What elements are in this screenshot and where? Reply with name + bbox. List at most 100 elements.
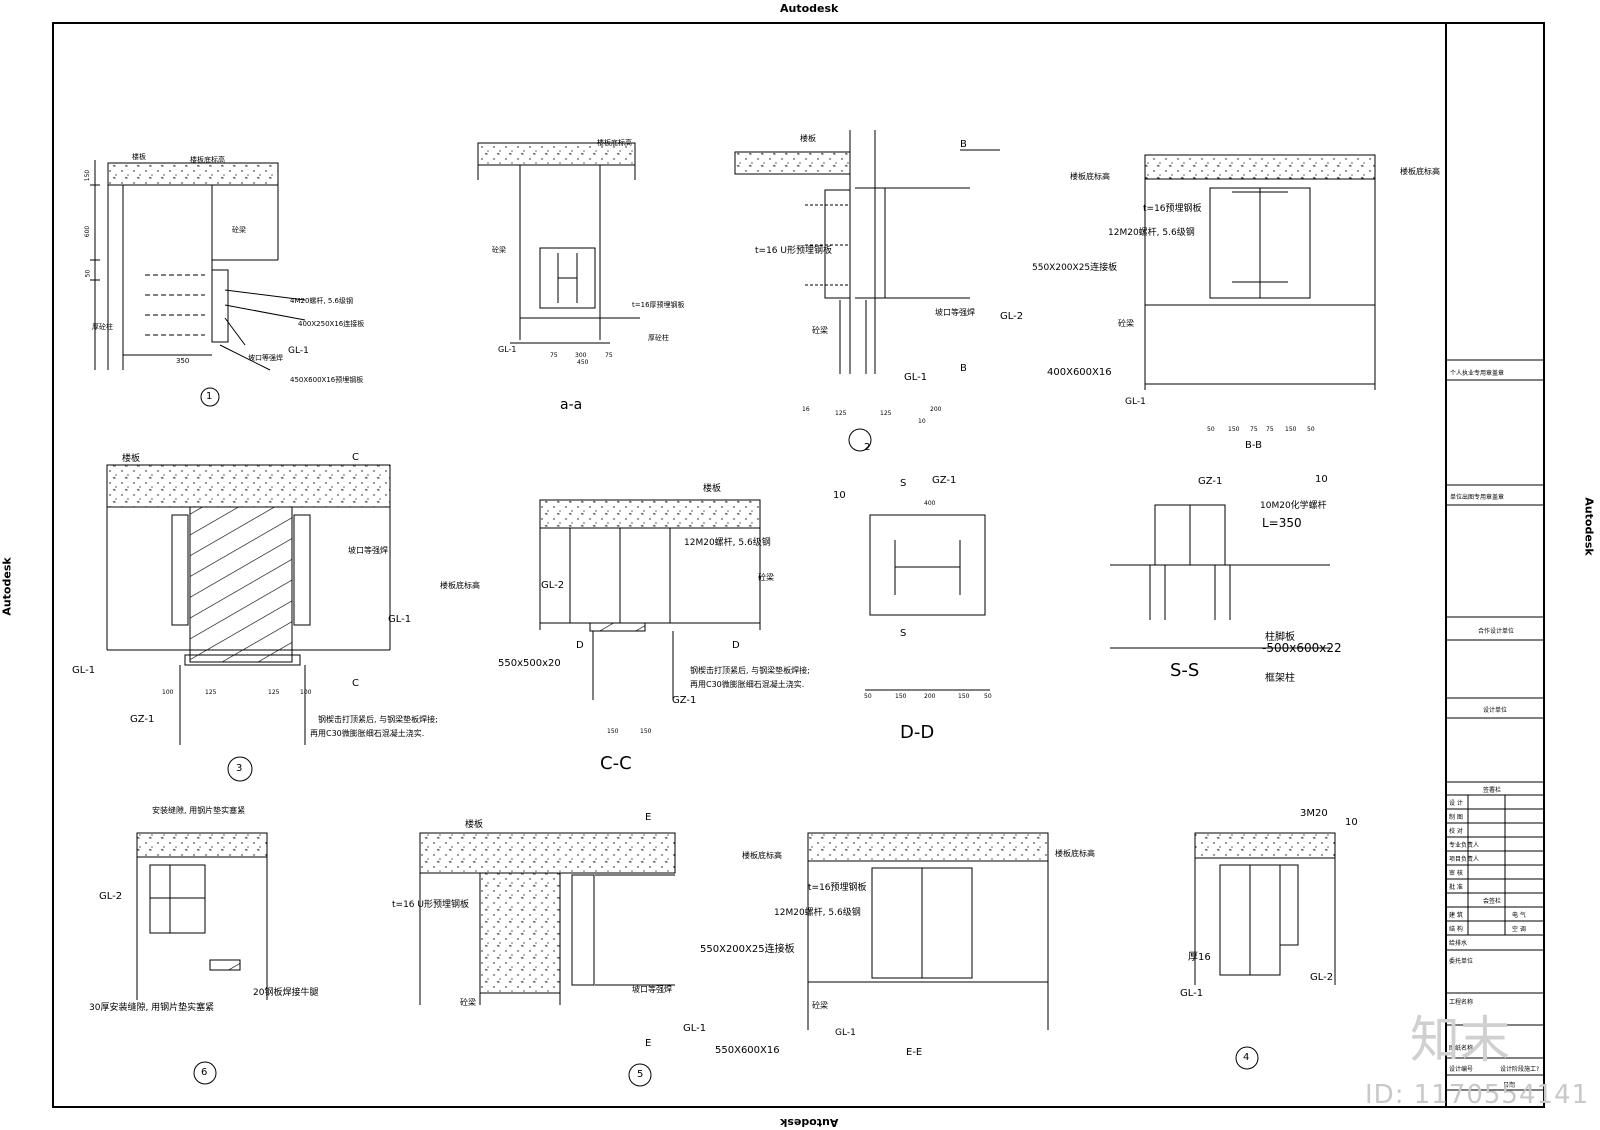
label-chem-bolt: 10M20化学螺杆 bbox=[1260, 501, 1327, 511]
detail-number: 5 bbox=[637, 1069, 644, 1080]
section-title-b-b: B-B bbox=[1245, 440, 1262, 451]
section-title-d-d: D-D bbox=[900, 722, 935, 743]
dim: 100 bbox=[162, 689, 174, 696]
title-block-grid bbox=[1445, 359, 1545, 1091]
section-s-s bbox=[1110, 504, 1330, 649]
label-embed: 450X600X16预埋钢板 bbox=[290, 376, 364, 384]
dim: 150 bbox=[607, 728, 619, 735]
detail-number: 1 bbox=[206, 391, 213, 402]
section-title-e-e: E-E bbox=[906, 1047, 923, 1058]
detail-4 bbox=[1194, 832, 1336, 1070]
label-bolt: 3M20 bbox=[1300, 808, 1328, 819]
label-anchor-length: L=350 bbox=[1262, 516, 1302, 530]
detail-3 bbox=[106, 464, 391, 782]
label-beam: 砼梁 bbox=[1118, 319, 1134, 328]
huiqian-cell: 空 调 bbox=[1512, 926, 1526, 933]
note-line-1: 钢楔击打顶紧后, 与钢梁垫板焊接; bbox=[690, 666, 810, 675]
sign-row: 审 核 bbox=[1449, 870, 1463, 877]
coop-design-unit: 合作设计单位 bbox=[1478, 628, 1515, 635]
label-gz: GZ-1 bbox=[130, 714, 155, 725]
label-gl2: GL-2 bbox=[541, 580, 565, 591]
label-plate: 400X600X16 bbox=[1047, 367, 1112, 378]
section-c-c bbox=[539, 499, 761, 700]
label-gl1: GL-1 bbox=[904, 372, 928, 383]
label-beam: 砼梁 bbox=[232, 226, 246, 234]
dim: 10 bbox=[918, 418, 926, 425]
section-e-e bbox=[807, 832, 1049, 1030]
huiqian-cell: 给排水 bbox=[1449, 940, 1468, 947]
dim: 75 bbox=[1250, 426, 1258, 433]
label-bolt: 12M20螺杆, 5.6级钢 bbox=[1108, 228, 1195, 238]
label-slab: 楼板 bbox=[132, 153, 146, 161]
sign-row: 项目负责人 bbox=[1449, 856, 1480, 863]
section-mark-c: C bbox=[352, 678, 359, 689]
label-slab-bottom: 楼板底标高 bbox=[742, 851, 782, 860]
label-base-plate-size: -500x600x22 bbox=[1262, 641, 1342, 655]
label-beam: 砼梁 bbox=[812, 1001, 828, 1010]
label-bolt: 12M20螺杆, 5.6级钢 bbox=[684, 538, 771, 548]
label-gz: GZ-1 bbox=[932, 475, 957, 486]
dim: 125 bbox=[835, 410, 847, 417]
label-slab-bottom: 楼板底标高 bbox=[1055, 849, 1095, 858]
sign-row: 制 图 bbox=[1449, 814, 1463, 821]
dim: 50 bbox=[1207, 426, 1215, 433]
label-column: 厚砼柱 bbox=[648, 334, 669, 342]
label-embed: 550X600X16 bbox=[715, 1045, 780, 1056]
label-gz: GZ-1 bbox=[1198, 476, 1223, 487]
dim: 600 bbox=[84, 225, 92, 238]
label-bracket-plate: 20钢板焊接牛腿 bbox=[253, 988, 319, 998]
label-gl: GL-1 bbox=[835, 1028, 856, 1038]
zhimo-logo: 知末 bbox=[1410, 1011, 1510, 1069]
section-mark-s: S bbox=[900, 478, 907, 489]
id-watermark: ID: 1170554141 bbox=[1365, 1080, 1590, 1110]
detail-1 bbox=[90, 160, 306, 407]
stage-value: 施工? bbox=[1524, 1066, 1540, 1073]
detail-6 bbox=[136, 832, 268, 1085]
note-gap-top: 安装缝隙, 用钢片垫实塞紧 bbox=[152, 806, 246, 815]
section-title-s-s: S-S bbox=[1170, 660, 1200, 681]
section-mark-b: B bbox=[960, 363, 967, 374]
detail-number: 6 bbox=[201, 1067, 208, 1078]
dim: 75 bbox=[605, 352, 613, 359]
client-label: 委托单位 bbox=[1449, 958, 1474, 965]
sign-header: 签署栏 bbox=[1483, 787, 1502, 794]
huiqian-cell: 建 筑 bbox=[1449, 912, 1463, 919]
label-weld: 坡口等强焊 bbox=[632, 985, 672, 994]
label-gl2: GL-2 bbox=[1310, 972, 1334, 983]
note-line-1: 钢楔击打顶紧后, 与钢梁垫板焊接; bbox=[318, 715, 438, 724]
sign-row: 批 准 bbox=[1449, 884, 1463, 891]
drawing-frame bbox=[52, 22, 1545, 1108]
section-mark-d: D bbox=[576, 640, 584, 651]
label-bolt: 4M20螺杆, 5.6级钢 bbox=[290, 297, 353, 305]
section-mark-d: D bbox=[732, 640, 740, 651]
detail-number: 4 bbox=[1243, 1052, 1250, 1063]
dim: 400 bbox=[924, 500, 936, 507]
label-gl: GL-1 bbox=[683, 1023, 707, 1034]
label-embed: t=16厚预埋钢板 bbox=[632, 301, 685, 309]
huiqian-header: 会签栏 bbox=[1483, 898, 1502, 905]
label-frame-column: 框架柱 bbox=[1265, 673, 1295, 684]
label-slab-bottom: 楼板底标高 bbox=[190, 156, 225, 164]
label-gl: GL-1 bbox=[288, 346, 309, 356]
dim-350: 350 bbox=[176, 357, 190, 365]
label-slab: 楼板 bbox=[703, 484, 722, 494]
label-plate: 550x500x20 bbox=[498, 658, 561, 669]
huiqian-cell: 结 构 bbox=[1449, 926, 1463, 933]
weld-size: 10 bbox=[1345, 817, 1358, 828]
label-plate: 400X250X16连接板 bbox=[298, 320, 365, 328]
dim: 150 bbox=[958, 693, 970, 700]
dim: 125 bbox=[268, 689, 280, 696]
design-unit: 设计单位 bbox=[1483, 707, 1508, 714]
design-no-label: 设计编号 bbox=[1449, 1066, 1474, 1073]
dim: 150 bbox=[1228, 426, 1240, 433]
section-d-d bbox=[865, 514, 990, 691]
section-mark-e: E bbox=[645, 1038, 652, 1049]
label-gl: GL-1 bbox=[498, 345, 517, 354]
title-block bbox=[1445, 22, 1545, 1108]
section-mark-s: S bbox=[900, 628, 907, 639]
note-line-2: 再用C30微膨胀细石混凝土浇实. bbox=[690, 680, 805, 689]
label-slab: 楼板 bbox=[800, 134, 816, 143]
dim: 100 bbox=[300, 689, 312, 696]
dim: 450 bbox=[577, 359, 589, 366]
